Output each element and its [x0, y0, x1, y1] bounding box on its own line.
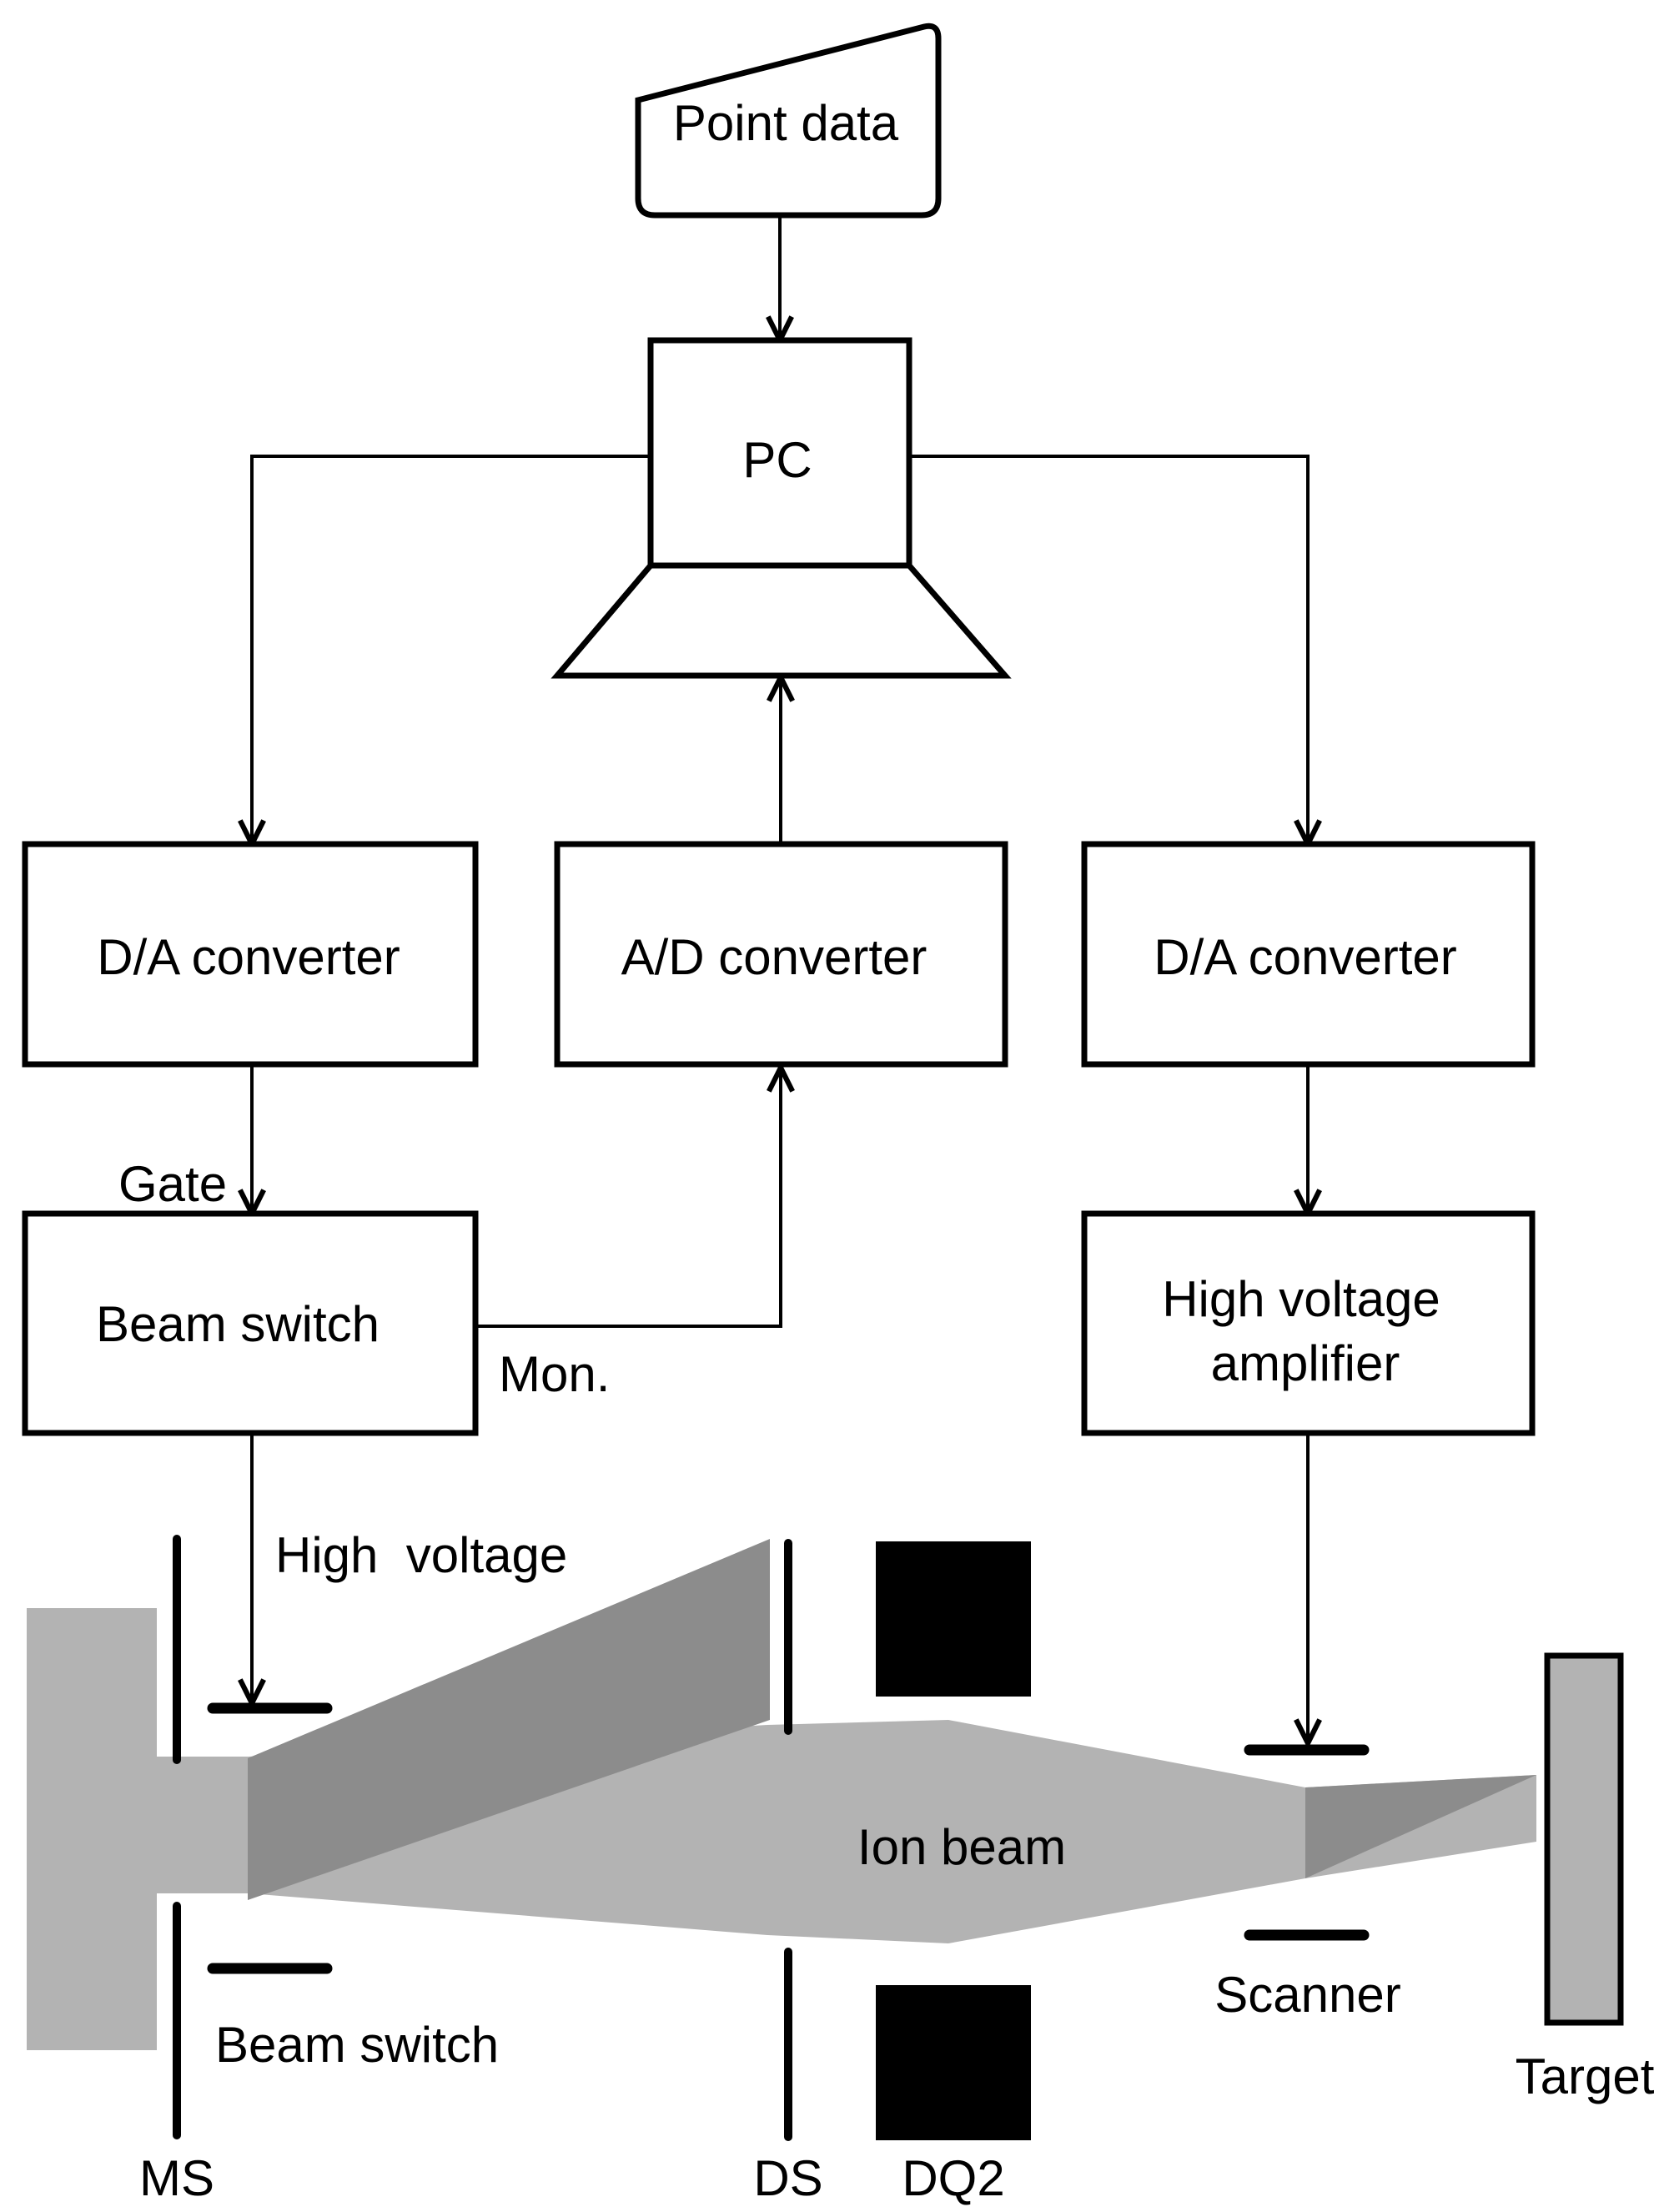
high-voltage-label: High voltage: [275, 1527, 567, 1583]
ds-label: DS: [753, 2150, 822, 2206]
dq2-magnet-upper: [876, 1541, 1031, 1697]
hv-amplifier-label-line2: amplifier: [1211, 1335, 1400, 1391]
mon-label: Mon.: [499, 1346, 610, 1402]
point-data-shape: [635, 23, 942, 219]
da-converter-right-label: D/A converter: [1154, 929, 1457, 985]
da-converter-right-box: [1081, 841, 1536, 1068]
wire-pc-to-da-right: [912, 455, 1308, 844]
da-converter-right-node: D/A converter: [1081, 841, 1536, 1068]
connections: [252, 215, 1308, 1743]
dq2-magnet-lower: [876, 1985, 1031, 2140]
pc-base: [550, 562, 1012, 679]
hv-amplifier-label-line1: High voltage: [1162, 1271, 1440, 1327]
ion-source: [27, 1608, 249, 2050]
dq2-label: DQ2: [902, 2150, 1004, 2206]
beam-switch-box: [22, 1210, 479, 1436]
ms-label: MS: [139, 2150, 214, 2206]
point-data-node: Point data: [635, 23, 942, 219]
ad-converter-box: [554, 841, 1008, 1068]
wire-pc-to-da-left: [252, 455, 655, 844]
annotations: Gate Mon. High voltage Beam switch Scann…: [118, 1156, 1655, 2206]
ad-converter-node: A/D converter: [554, 841, 1008, 1068]
da-converter-left-box: [22, 841, 479, 1068]
hv-amplifier-box: [1081, 1210, 1536, 1436]
scanner-label: Scanner: [1214, 1967, 1400, 2023]
target-label: Target: [1516, 2049, 1655, 2104]
beam-section: Ion beam: [27, 1535, 1624, 2141]
ion-beam-scanned-dark: [1305, 1775, 1536, 1878]
beam-switch-node: Beam switch: [22, 1210, 479, 1436]
beam-switch-label: Beam switch: [215, 2017, 499, 2073]
ion-beam-label: Ion beam: [857, 1819, 1066, 1875]
da-converter-left-node: D/A converter: [22, 841, 479, 1068]
da-converter-left-label: D/A converter: [97, 929, 400, 985]
beam-switch-box-label: Beam switch: [96, 1296, 380, 1352]
ion-beam-deflected: [248, 1539, 770, 1900]
pc-node: PC: [550, 337, 1012, 679]
target-block: [1544, 1652, 1624, 2026]
hv-amplifier-node: High voltage amplifier: [1081, 1210, 1536, 1436]
pc-monitor: [647, 337, 912, 569]
gate-label: Gate: [118, 1156, 227, 1212]
pc-label: PC: [742, 432, 812, 488]
ad-converter-label: A/D converter: [621, 929, 928, 985]
wire-beam-switch-mon-to-ad: [474, 1068, 781, 1328]
point-data-label: Point data: [673, 95, 899, 151]
